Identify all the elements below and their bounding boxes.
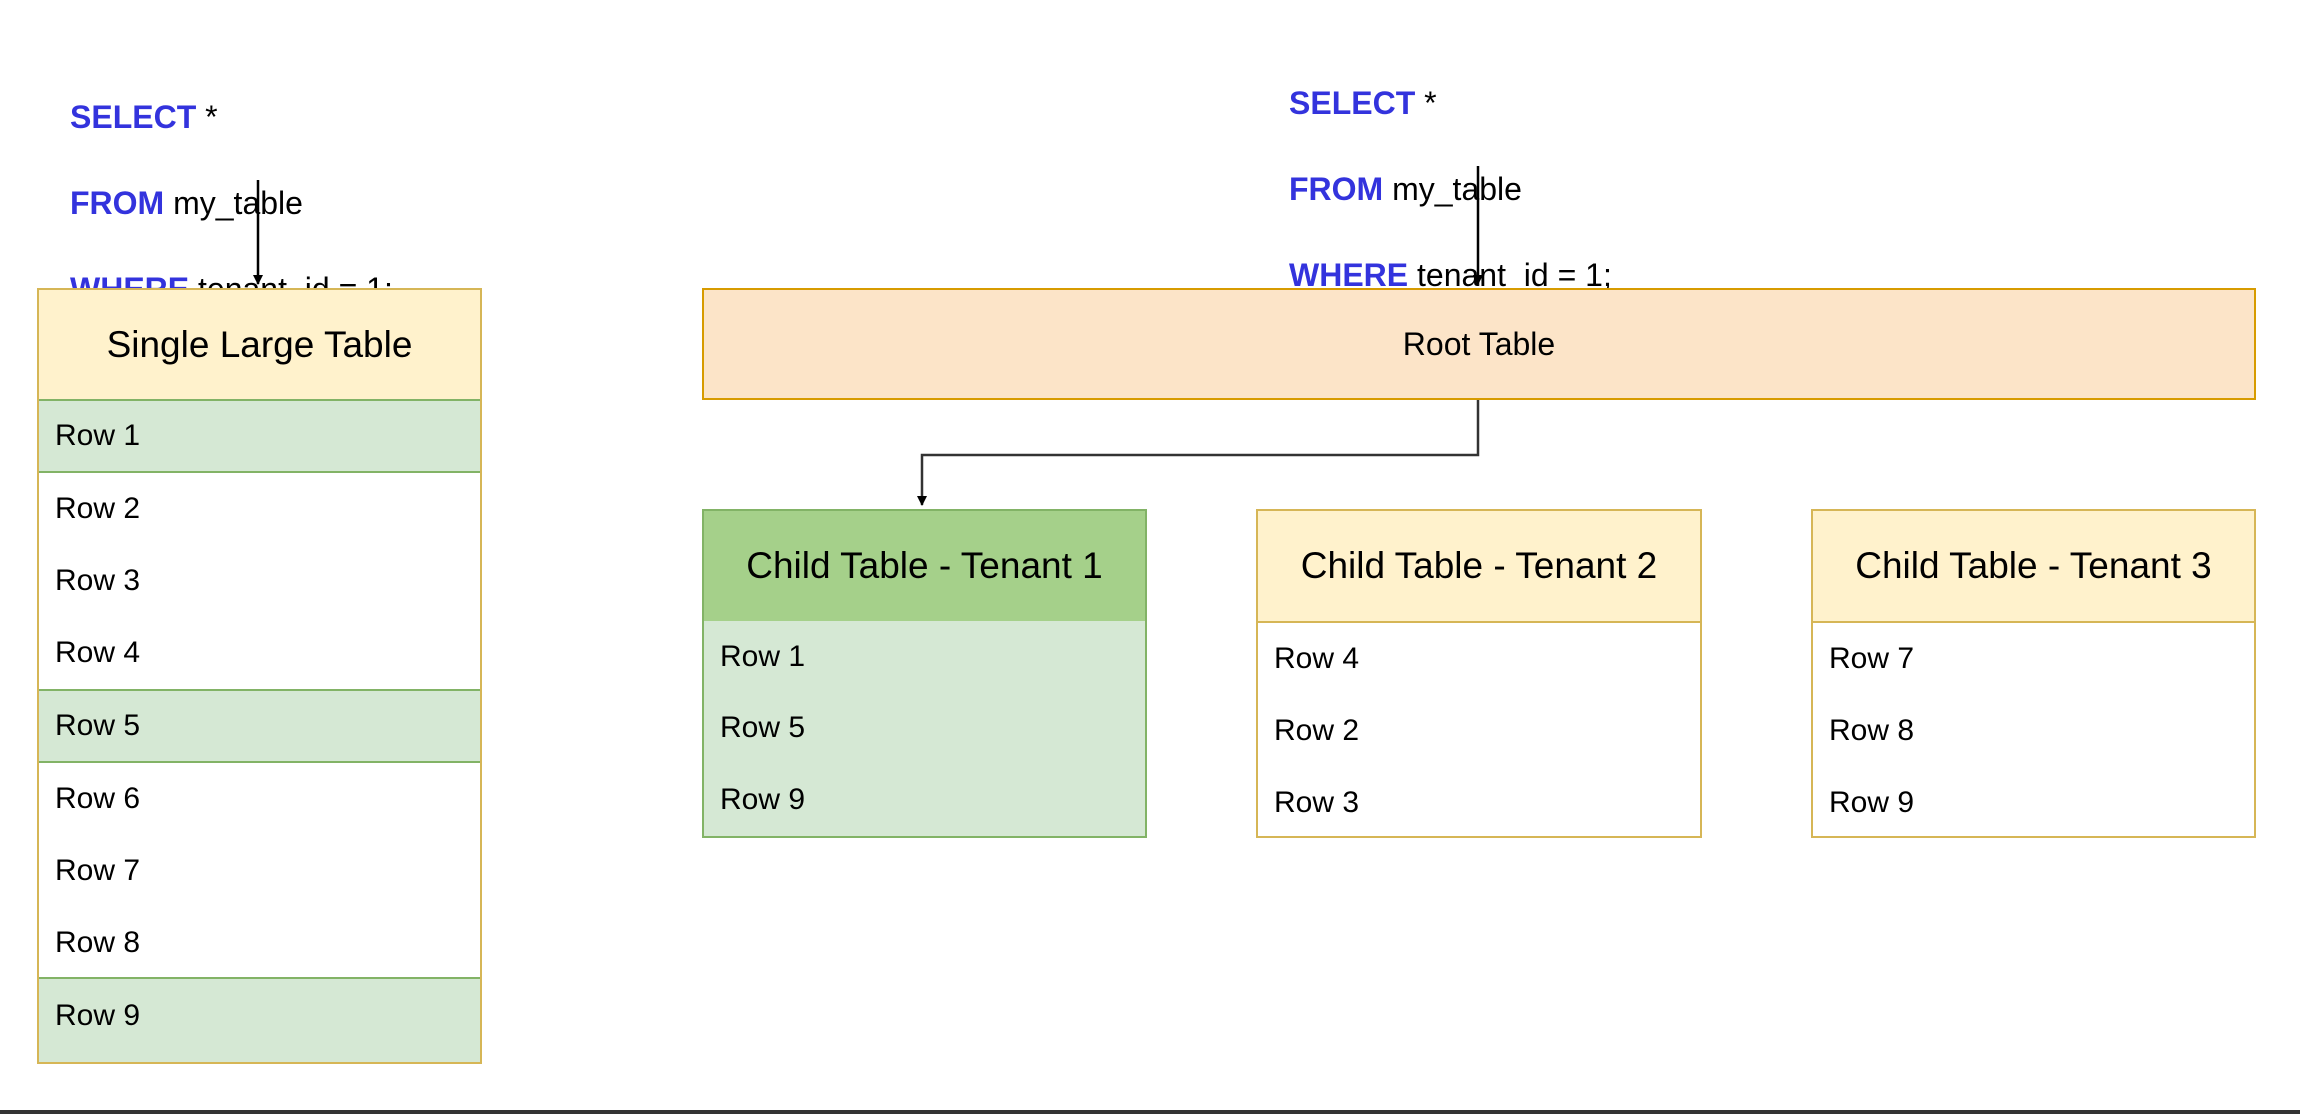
child-table-tenant-2: Child Table - Tenant 2 Row 4 Row 2 Row 3 [1256, 509, 1702, 838]
table-row: Row 9 [1829, 786, 1915, 819]
table-row: Row 4 [55, 636, 141, 669]
sql-keyword: SELECT [70, 99, 197, 135]
sql-keyword: FROM [1289, 171, 1384, 207]
table-header: Single Large Table [39, 290, 480, 401]
table-row: Row 7 [55, 854, 141, 887]
sql-keyword: SELECT [1289, 85, 1416, 121]
table-row: Row 5 [704, 692, 1145, 765]
root-table: Root Table [702, 288, 2256, 400]
sql-text: my_table [164, 185, 303, 221]
table-row: Row 3 [1274, 786, 1360, 819]
table-row: Row 1 [704, 621, 1145, 694]
table-row: Row 1 [39, 399, 480, 473]
table-row: Row 3 [55, 564, 141, 597]
sql-select-line: SELECT * [1289, 82, 1612, 125]
table-row: Row 6 [55, 782, 141, 815]
table-row: Row 5 [39, 689, 480, 763]
single-large-table: Single Large Table Row 1 Row 2 Row 3 Row… [37, 288, 482, 1064]
table-header: Child Table - Tenant 2 [1258, 511, 1700, 623]
sql-text: * [1415, 85, 1437, 121]
table-row: Row 9 [704, 763, 1145, 836]
root-to-child-1-arrow [917, 400, 1480, 506]
child-table-tenant-1: Child Table - Tenant 1 Row 1 Row 5 Row 9 [702, 509, 1147, 838]
sql-select-line: SELECT * [70, 96, 393, 139]
sql-keyword: FROM [70, 185, 165, 221]
table-row: Row 4 [1274, 642, 1360, 675]
sql-query-right: SELECT * FROM my_table WHERE tenant_id =… [1289, 39, 1612, 340]
sql-text: tenant_id = 1; [1408, 257, 1612, 293]
root-table-title: Root Table [1402, 325, 1556, 362]
table-row: Row 2 [55, 492, 141, 525]
table-row: Row 8 [1829, 714, 1915, 747]
sql-text: my_table [1383, 171, 1522, 207]
table-row: Row 9 [39, 977, 480, 1062]
sql-from-line: FROM my_table [70, 182, 393, 225]
table-header: Child Table - Tenant 1 [704, 511, 1145, 623]
table-row: Row 2 [1274, 714, 1360, 747]
sql-text: * [196, 99, 218, 135]
sql-where-line: WHERE tenant_id = 1; [1289, 254, 1612, 297]
child-table-tenant-3: Child Table - Tenant 3 Row 7 Row 8 Row 9 [1811, 509, 2256, 838]
table-row: Row 7 [1829, 642, 1915, 675]
sql-from-line: FROM my_table [1289, 168, 1612, 211]
table-header: Child Table - Tenant 3 [1813, 511, 2254, 623]
bottom-border [0, 1110, 2300, 1114]
sql-keyword: WHERE [1289, 257, 1409, 293]
table-row: Row 8 [55, 926, 141, 959]
